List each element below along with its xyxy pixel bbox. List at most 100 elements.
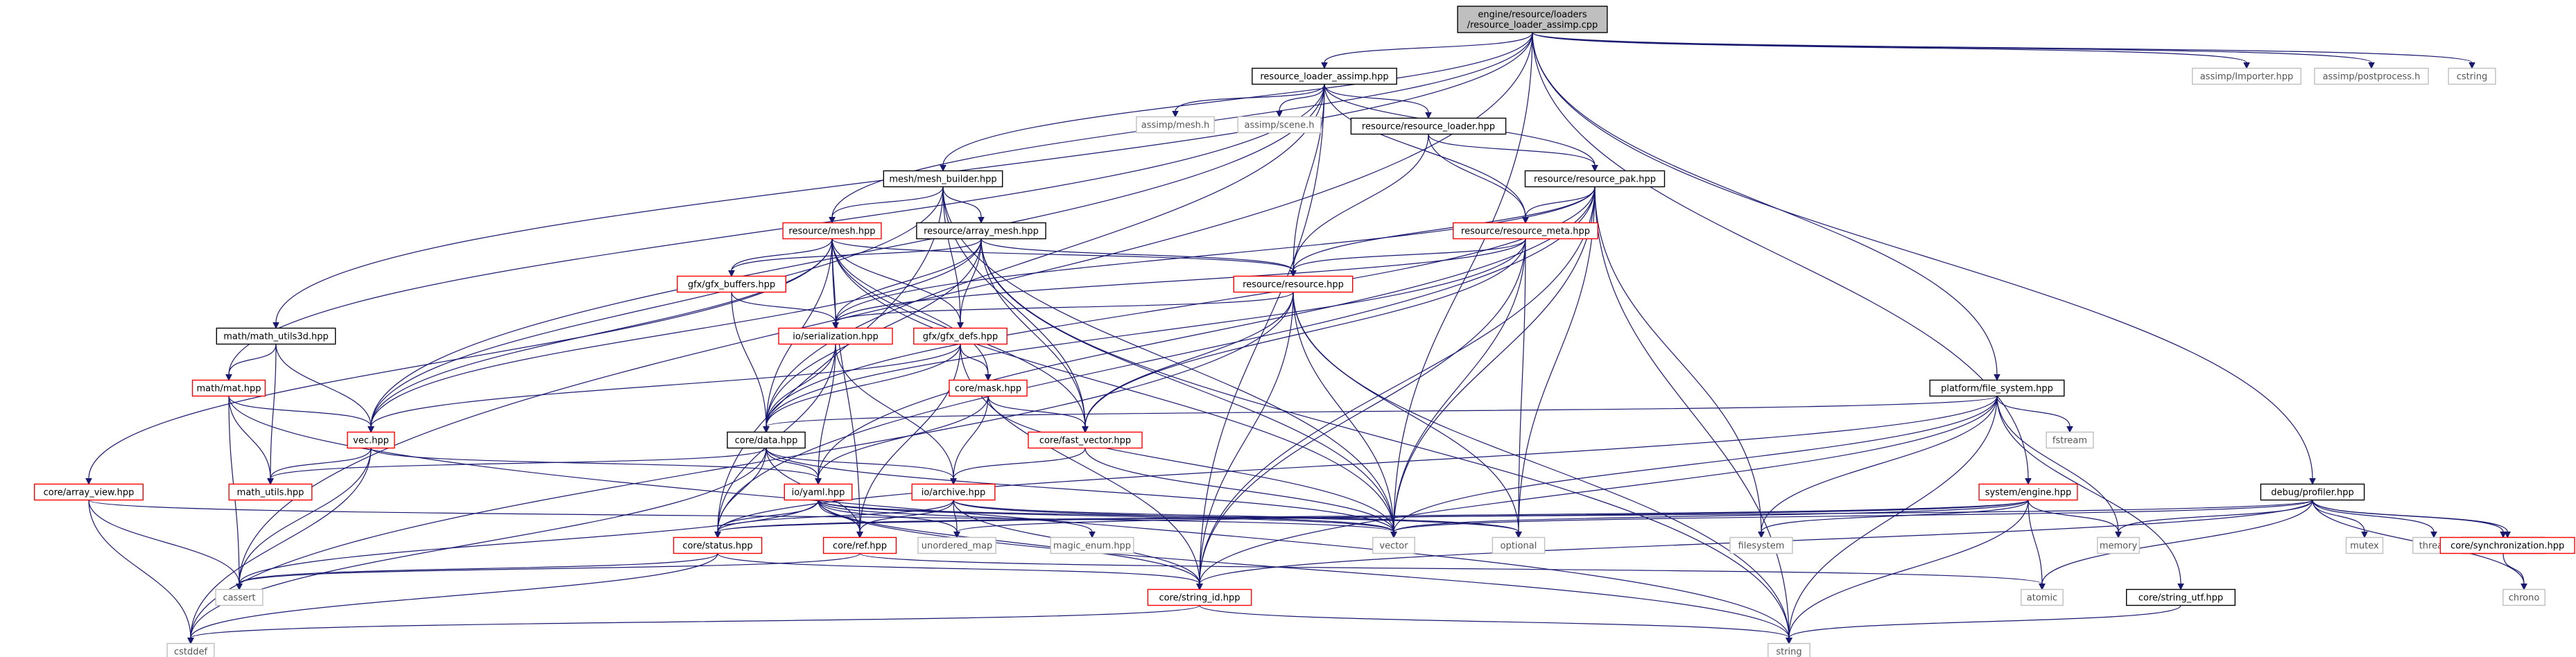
include-edge-ioarch-cref [856, 500, 954, 538]
node-seng[interactable]: system/engine.hpp [1978, 483, 2078, 501]
include-edge-rres-optional [1293, 292, 1522, 538]
node-filesystem: filesystem [1729, 536, 1793, 554]
node-box [1050, 536, 1134, 554]
include-edge-ctimer-chrono [2502, 553, 2527, 590]
node-label: platform/file_system.hpp [1941, 384, 2053, 394]
node-rla[interactable]: resource_loader_assimp.hpp [1252, 67, 1397, 85]
node-box [727, 431, 806, 449]
include-edge-rpak-string [1594, 186, 1792, 645]
node-cref[interactable]: core/ref.hpp [822, 536, 897, 554]
include-edge-rres-csid [1196, 292, 1294, 590]
node-dprof[interactable]: debug/profiler.hpp [2260, 483, 2365, 501]
node-box [347, 431, 395, 449]
node-box [949, 379, 1028, 397]
node-rloader[interactable]: resource/resource_loader.hpp [1350, 117, 1507, 135]
node-label: core/fast_vector.hpp [1039, 436, 1131, 446]
node-root[interactable]: engine/resource/loaders/resource_loader_… [1457, 6, 1608, 33]
include-edge-rres-string [1293, 292, 1792, 645]
include-edge-ioarch-optional [953, 499, 1522, 538]
node-cav[interactable]: core/array_view.hpp [34, 483, 144, 501]
include-edge-cref-cassert [236, 552, 861, 590]
node-label: atomic [2027, 593, 2057, 604]
node-mu[interactable]: math_utils.hpp [228, 483, 313, 501]
node-vec[interactable]: vec.hpp [347, 431, 395, 449]
node-apost: assimp/postprocess.h [2314, 67, 2429, 85]
node-pfs[interactable]: platform/file_system.hpp [1929, 379, 2065, 397]
include-edge-root-aimp [1532, 32, 2250, 69]
node-label: resource/resource.hpp [1243, 280, 1344, 290]
node-box [1372, 536, 1415, 554]
include-edge-rla-ascene [1276, 84, 1325, 118]
node-label: math/mat.hpp [197, 384, 261, 394]
node-cstatus[interactable]: core/status.hpp [673, 536, 763, 554]
node-mmat[interactable]: math/mat.hpp [191, 379, 266, 397]
include-edge-seng-string [1786, 500, 2029, 645]
node-label: core/mask.hpp [955, 384, 1021, 394]
node-ioser[interactable]: io/serialization.hpp [778, 327, 893, 345]
node-gbuf[interactable]: gfx/gfx_buffers.hpp [677, 275, 787, 293]
include-edge-vec-cstddef [187, 448, 372, 645]
include-edge-dprof-atomic [2039, 500, 2313, 590]
include-edge-dprof-thread [2312, 500, 2437, 538]
node-box [228, 483, 313, 501]
node-label: core/status.hpp [682, 541, 752, 552]
include-edge-mmu3-mu [267, 344, 277, 485]
include-edge-dprof-mutex [2312, 500, 2368, 538]
node-label: resource_loader_assimp.hpp [1260, 72, 1388, 82]
node-box [1147, 588, 1252, 606]
node-aimp: assimp/Importer.hpp [2191, 67, 2301, 85]
include-edge-mmu3-mmat [225, 344, 277, 381]
node-csutf[interactable]: core/string_utf.hpp [2125, 588, 2236, 606]
include-edge-mb-rmesh [829, 186, 944, 224]
node-rmesh[interactable]: resource/mesh.hpp [782, 222, 882, 240]
node-label: io/serialization.hpp [793, 332, 878, 342]
node-label: memory [2100, 541, 2138, 552]
include-edge-rmeta-vector [1390, 238, 1526, 538]
node-mmu3[interactable]: math/math_utils3d.hpp [216, 327, 336, 345]
node-label: optional [1501, 541, 1537, 552]
include-edge-cav-cassert [88, 500, 243, 590]
node-cstring: cstring [2448, 67, 2496, 85]
include-edge-root-rla [1321, 32, 1533, 69]
node-csid[interactable]: core/string_id.hpp [1147, 588, 1252, 606]
node-vector: vector [1372, 536, 1415, 554]
include-edge-gdefs-cmask [960, 344, 992, 381]
node-box [34, 483, 144, 501]
include-edge-pfs-filesystem [1758, 396, 1998, 538]
node-box [913, 327, 1008, 345]
node-mb[interactable]: mesh/mesh_builder.hpp [883, 170, 1003, 188]
node-box [883, 170, 1003, 188]
include-edge-rpak-filesystem [1594, 186, 1765, 538]
node-box [2191, 67, 2301, 85]
node-label: assimp/Importer.hpp [2200, 72, 2294, 82]
node-label: core/synchronization.hpp [2450, 541, 2564, 552]
node-cdata[interactable]: core/data.hpp [727, 431, 806, 449]
node-box [191, 379, 266, 397]
node-cmask[interactable]: core/mask.hpp [949, 379, 1028, 397]
node-ioarch[interactable]: io/archive.hpp [911, 483, 996, 501]
include-edge-seng-memory [2028, 500, 2122, 538]
node-label: math/math_utils3d.hpp [223, 332, 329, 342]
include-edge-cmask-cfv [987, 396, 1089, 433]
include-edge-dprof-cstatus [714, 499, 2313, 538]
node-csync[interactable]: core/synchronization.hpp [2439, 536, 2575, 554]
node-box [1028, 431, 1143, 449]
node-ioyaml[interactable]: io/yaml.hpp [784, 483, 853, 501]
node-menum: magic_enum.hpp [1050, 536, 1134, 554]
node-gdefs[interactable]: gfx/gfx_defs.hpp [913, 327, 1008, 345]
node-rres[interactable]: resource/resource.hpp [1233, 275, 1354, 293]
node-box [2448, 67, 2496, 85]
node-rpak[interactable]: resource/resource_pak.hpp [1524, 170, 1666, 188]
node-box [1729, 536, 1793, 554]
node-label: fstream [2052, 436, 2087, 446]
node-memory: memory [2097, 536, 2140, 554]
node-rmeta[interactable]: resource/resource_meta.hpp [1453, 222, 1598, 240]
node-cfv[interactable]: core/fast_vector.hpp [1028, 431, 1143, 449]
include-edge-cref-atomic [859, 552, 2046, 590]
node-label: resource/resource_pak.hpp [1534, 175, 1656, 185]
include-edge-root-seng [1532, 32, 2032, 485]
node-ramesh[interactable]: resource/array_mesh.hpp [916, 222, 1046, 240]
node-label: core/data.hpp [735, 436, 798, 446]
node-box [916, 222, 1046, 240]
